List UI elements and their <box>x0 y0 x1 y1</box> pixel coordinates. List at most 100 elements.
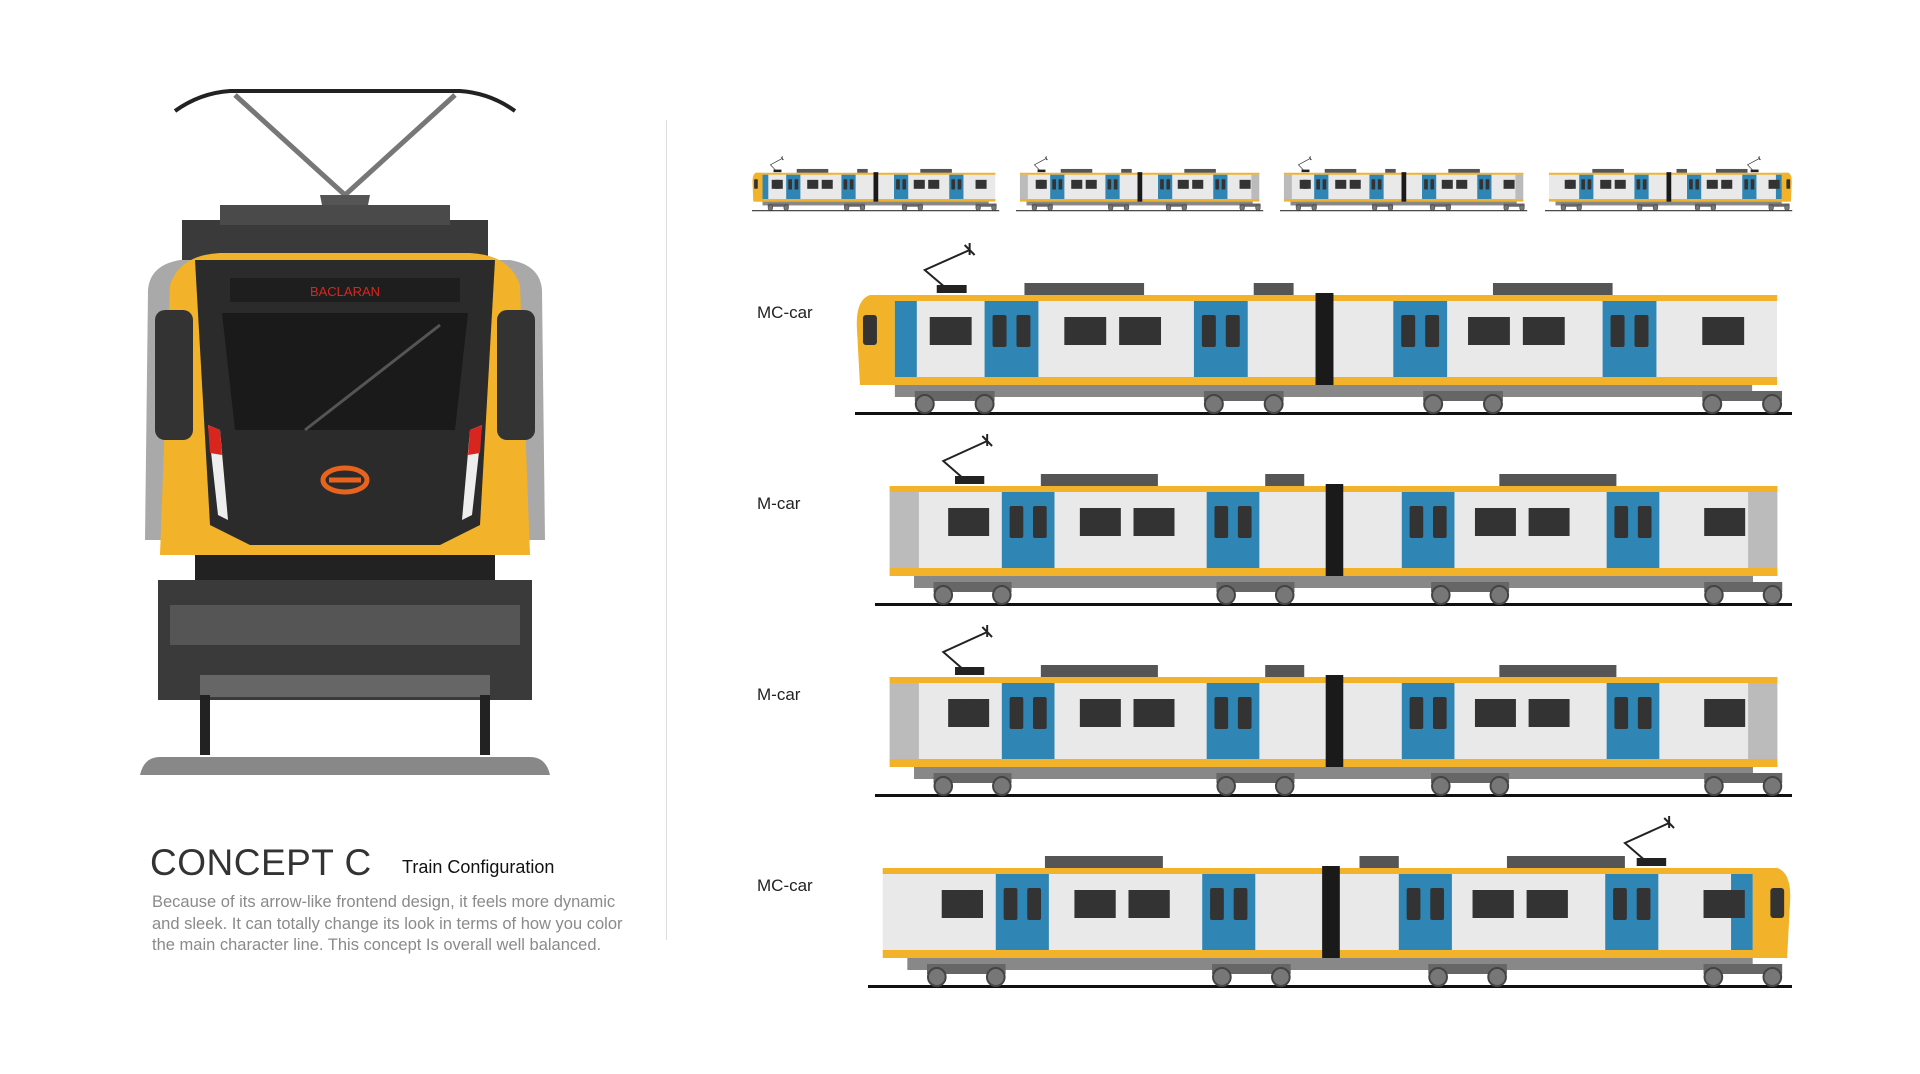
window <box>1239 179 1251 189</box>
pantograph-base <box>954 476 985 484</box>
roof-unit <box>857 168 868 174</box>
pantograph <box>941 434 993 479</box>
cab-window <box>862 315 877 345</box>
wheel <box>926 967 947 987</box>
wheel <box>1165 204 1172 211</box>
concept-title: CONCEPT C <box>150 842 372 883</box>
door <box>1606 492 1660 568</box>
door-window <box>1433 506 1447 538</box>
gangway <box>1666 172 1672 205</box>
wheel <box>1704 585 1724 605</box>
bogie <box>1108 203 1130 207</box>
rail <box>875 794 1792 797</box>
roof-unit <box>1253 283 1294 297</box>
door <box>1398 874 1452 950</box>
door-window <box>1371 179 1376 190</box>
underframe <box>1555 201 1782 206</box>
roof-unit <box>1448 168 1480 174</box>
wheel <box>1239 204 1245 211</box>
roof-unit <box>1040 665 1158 679</box>
bogie <box>1694 203 1716 207</box>
bottom-stripe <box>1019 199 1260 202</box>
bogie <box>1637 203 1659 207</box>
pantograph-base <box>1636 858 1667 866</box>
side-car-m <box>875 625 1792 797</box>
door <box>1605 874 1659 950</box>
window <box>821 179 833 189</box>
door-window <box>794 179 799 190</box>
top-stripe <box>869 295 1778 301</box>
cab-door <box>894 301 917 377</box>
car-body <box>882 868 1778 958</box>
roof-unit <box>1715 168 1748 174</box>
wheel <box>1503 204 1509 211</box>
door-window <box>1009 697 1024 729</box>
wheel <box>1203 394 1224 414</box>
cab-door <box>1775 174 1782 200</box>
bogie <box>844 203 866 207</box>
wheel <box>1482 394 1503 414</box>
wheel <box>1372 204 1378 211</box>
bottom-stripe <box>882 950 1778 958</box>
bottom-stripe <box>1283 199 1524 202</box>
bogie <box>1702 391 1783 401</box>
door-window <box>1637 506 1652 538</box>
wheel <box>992 585 1012 605</box>
door-window <box>1016 315 1031 347</box>
door-window <box>843 179 848 190</box>
pantograph <box>1297 156 1312 171</box>
car-label: M-car <box>757 494 801 513</box>
door-window <box>1610 315 1625 347</box>
door-window <box>1215 179 1220 190</box>
bogie <box>1429 203 1451 207</box>
door-window <box>1613 888 1627 920</box>
roof-unit <box>1024 283 1145 297</box>
bogie <box>933 582 1012 592</box>
car-end <box>1251 174 1260 200</box>
door <box>1193 301 1248 377</box>
window <box>941 890 984 918</box>
wheel <box>1311 204 1317 211</box>
door-window <box>1027 888 1042 920</box>
door-window <box>1479 179 1484 190</box>
car-end <box>1748 492 1778 568</box>
window <box>929 317 972 345</box>
gangway <box>1325 484 1344 586</box>
wheel <box>1216 585 1236 605</box>
window <box>1564 179 1576 189</box>
wheel <box>1703 967 1724 987</box>
wheel <box>1123 204 1130 211</box>
door-window <box>849 179 854 190</box>
wheel <box>859 204 866 211</box>
roof-unit <box>1184 168 1216 174</box>
wheel <box>1762 394 1783 414</box>
door-window <box>1433 697 1447 729</box>
door <box>1579 174 1594 200</box>
roof-unit <box>1676 168 1688 174</box>
door-window <box>992 315 1007 347</box>
window <box>1303 179 1308 189</box>
wheel <box>1047 204 1053 211</box>
window <box>1177 179 1189 189</box>
wheel <box>1489 585 1510 605</box>
window <box>1568 179 1573 189</box>
pantograph-base <box>1750 169 1759 173</box>
window <box>1600 179 1612 189</box>
roof-unit <box>1492 283 1613 297</box>
wheel <box>1576 204 1582 211</box>
windshield <box>222 313 468 430</box>
roof-unit <box>1060 168 1093 174</box>
door-window <box>1636 179 1641 190</box>
wheel <box>1560 204 1567 211</box>
window <box>1704 508 1746 536</box>
door <box>1393 301 1448 377</box>
door <box>984 301 1039 377</box>
door <box>1401 683 1455 759</box>
bogie <box>1203 391 1284 401</box>
car-end <box>889 492 919 568</box>
wheel <box>1212 967 1232 987</box>
door <box>1687 174 1702 200</box>
roof-unit <box>920 168 952 174</box>
window <box>1472 890 1514 918</box>
door-window <box>1406 888 1421 920</box>
